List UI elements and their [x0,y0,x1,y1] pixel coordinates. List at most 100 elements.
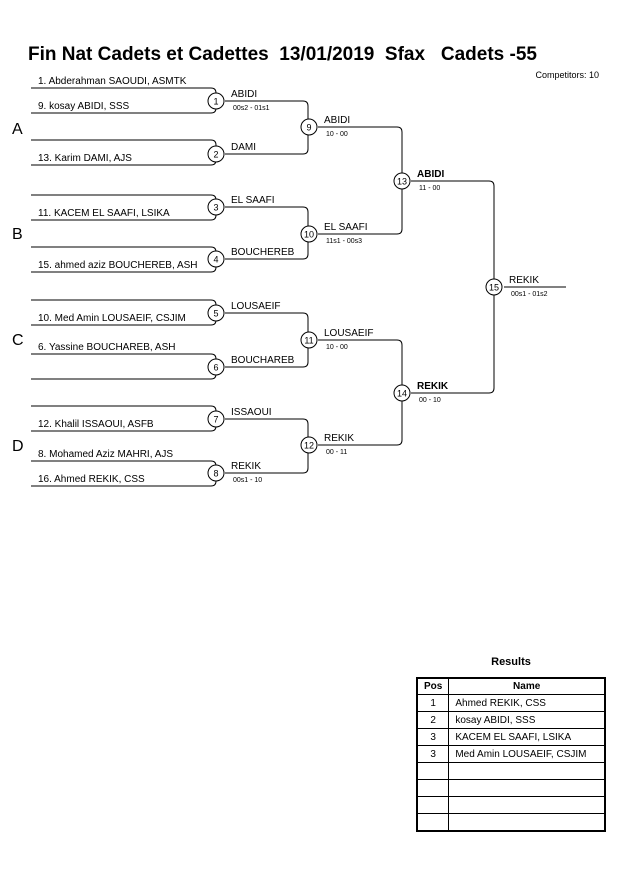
match-circle [485,278,503,296]
match-number: 4 [213,255,218,265]
pool-label: D [12,438,24,455]
match-score: 11 - 00 [419,185,440,192]
match-score: 00s2 - 01s1 [233,105,270,112]
match-circle [207,198,225,216]
match-winner: ABIDI [417,169,444,180]
pool-label: A [12,121,23,138]
match-circle [207,250,225,268]
match-score: 00s1 - 01s2 [511,291,548,298]
match-winner: REKIK [509,275,539,286]
match-circle [300,331,318,349]
results-pos [416,796,450,814]
match-circle [207,464,225,482]
competitor-entry: 11. KACEM EL SAAFI, LSIKA [38,208,170,219]
match-score: 11s1 - 00s3 [326,238,362,245]
results-pos [416,762,450,780]
match-winner: LOUSAEIF [324,328,373,339]
match-circle [207,145,225,163]
match-number: 1 [213,97,218,107]
results-name: Med Amin LOUSAEIF, CSJIM [448,745,606,763]
match-node: 10 EL SAAFI 11s1 - 00s3 [300,222,368,245]
match-winner: EL SAAFI [324,222,368,233]
match-winner: REKIK [324,433,354,444]
competitor-entry: 10. Med Amin LOUSAEIF, CSJIM [38,313,186,324]
competitor-entry: 9. kosay ABIDI, SSS [38,101,129,112]
results-pos: 2 [416,711,450,729]
match-score: 10 - 00 [326,344,348,351]
pool-label: C [12,332,24,349]
competitor-entry: 13. Karim DAMI, AJS [38,153,132,164]
match-circle [207,410,225,428]
match-number: 8 [213,469,218,479]
competitor-entry: 12. Khalil ISSAOUI, ASFB [38,419,154,430]
results-header-row: Pos Name [416,677,606,695]
match-circle [300,118,318,136]
page-title: Fin Nat Cadets et Cadettes 13/01/2019 Sf… [28,44,537,65]
results-name-header: Name [448,677,606,695]
competitor-entry: 16. Ahmed REKIK, CSS [38,474,145,485]
match-circle [207,358,225,376]
results-row [416,779,606,797]
match-circle [207,304,225,322]
results-name: kosay ABIDI, SSS [448,711,606,729]
match-number: 13 [397,177,407,187]
results-name [448,813,606,832]
results-name [448,762,606,780]
match-node: 13 ABIDI 11 - 00 [393,169,444,192]
match-number: 11 [304,336,313,346]
results-pos-header: Pos [416,677,450,695]
match-circle [393,384,411,402]
match-node: 12 REKIK 00 - 11 [300,433,354,456]
pool-label: B [12,226,23,243]
results-row [416,762,606,780]
results-title: Results [491,656,531,668]
results-pos: 3 [416,728,450,746]
match-node: 8 REKIK 00s1 - 10 [207,461,262,484]
match-node: 11 LOUSAEIF 10 - 00 [300,328,373,351]
match-circle [300,225,318,243]
entry-labels: 1. Abderahman SAOUDI, ASMTK 9. kosay ABID… [38,76,198,485]
match-number: 7 [213,415,218,425]
results-name [448,779,606,797]
match-number: 15 [489,283,499,293]
competitor-entry: 8. Mohamed Aziz MAHRI, AJS [38,449,173,460]
match-number: 5 [213,309,218,319]
match-number: 12 [304,441,314,451]
competitors-count: Competitors: 10 [535,70,599,80]
match-winner: BOUCHEREB [231,247,295,258]
results-name [448,796,606,814]
results-pos: 3 [416,745,450,763]
match-score: 10 - 00 [326,131,348,138]
match-number: 14 [397,389,407,399]
pool-letters: A B C D [12,121,24,455]
results-name: KACEM EL SAAFI, LSIKA [448,728,606,746]
match-number: 3 [213,203,218,213]
match-node: 4 BOUCHEREB [207,247,295,268]
match-score: 00s1 - 10 [233,477,262,484]
match-number: 9 [306,123,311,133]
match-node: 9 ABIDI 10 - 00 [300,115,350,138]
match-winner: REKIK [231,461,261,472]
match-score: 00 - 11 [326,449,347,456]
match-winner: BOUCHAREB [231,355,295,366]
match-node: 3EL SAAFI [207,195,275,216]
competitor-entry: 1. Abderahman SAOUDI, ASMTK [38,76,187,87]
match-winner: LOUSAEIF [231,301,280,312]
match-winner: REKIK [417,381,449,392]
results-pos: 1 [416,694,450,712]
match-winner: ABIDI [324,115,350,126]
match-circle [300,436,318,454]
results-name: Ahmed REKIK, CSS [448,694,606,712]
results-row [416,796,606,814]
match-number: 10 [304,230,314,240]
match-circle [207,92,225,110]
